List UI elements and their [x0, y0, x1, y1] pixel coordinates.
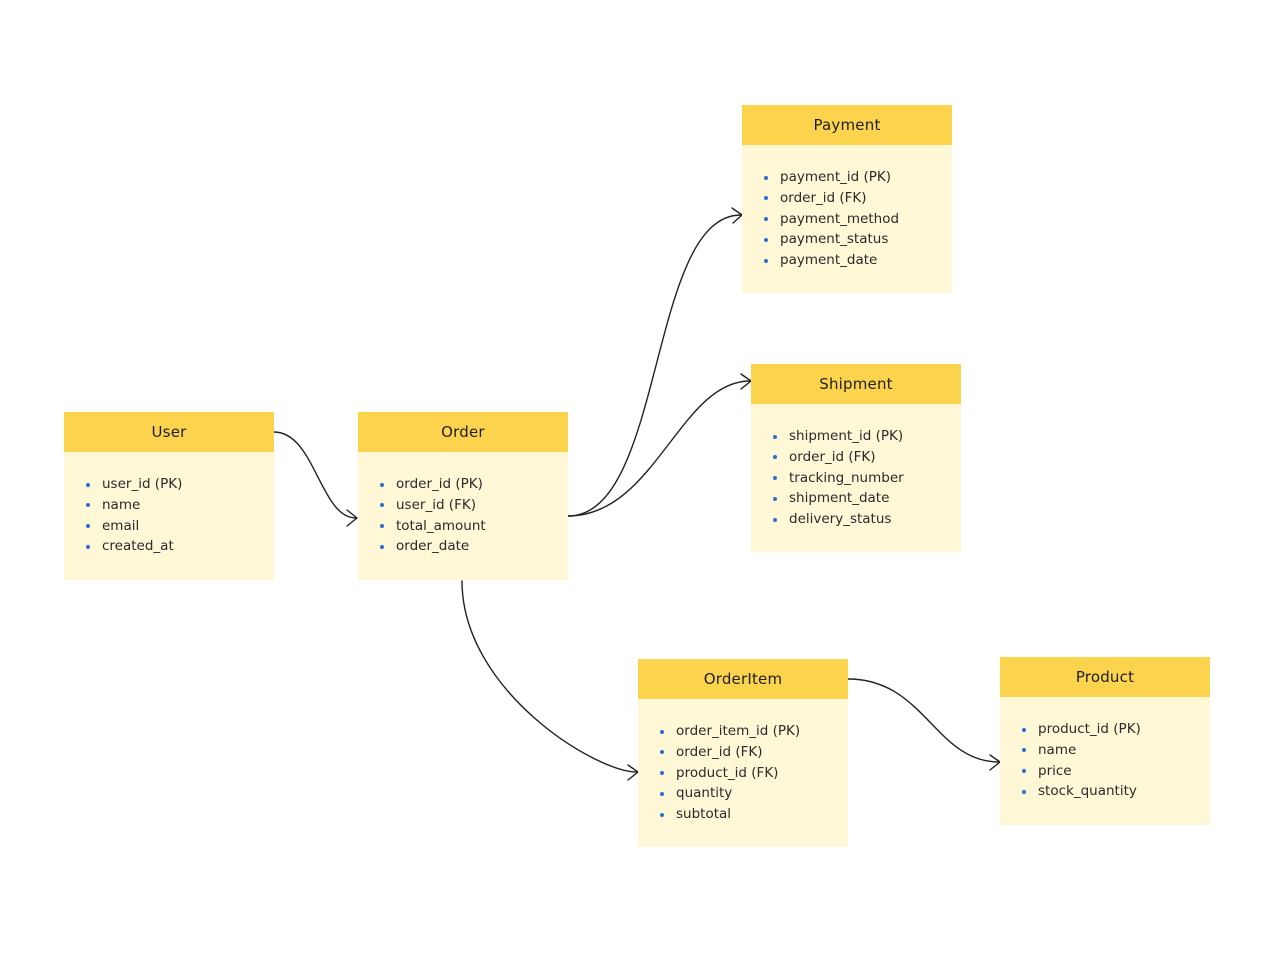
- arrowhead-product: [989, 754, 1001, 771]
- entity-shipment[interactable]: Shipment shipment_id (PK)order_id (FK)tr…: [751, 364, 961, 552]
- entity-field: product_id (PK): [1020, 719, 1210, 740]
- entity-field: created_at: [84, 536, 274, 557]
- entity-fields: shipment_id (PK)order_id (FK)tracking_nu…: [751, 404, 961, 556]
- arrowhead-payment: [731, 207, 743, 224]
- entity-title: Shipment: [751, 364, 961, 404]
- entity-payment[interactable]: Payment payment_id (PK)order_id (FK)paym…: [742, 105, 952, 293]
- entity-field: name: [1020, 740, 1210, 761]
- entity-field: shipment_id (PK): [771, 426, 961, 447]
- entity-field: stock_quantity: [1020, 781, 1210, 802]
- entity-title: User: [64, 412, 274, 452]
- entity-title: Payment: [742, 105, 952, 145]
- entity-field: payment_date: [762, 250, 952, 271]
- entity-field: price: [1020, 761, 1210, 782]
- entity-field: quantity: [658, 783, 848, 804]
- entity-title: OrderItem: [638, 659, 848, 699]
- entity-field: payment_status: [762, 229, 952, 250]
- connector-order-orderitem: [461, 580, 638, 773]
- entity-field: delivery_status: [771, 509, 961, 530]
- entity-field: subtotal: [658, 804, 848, 825]
- entity-fields: order_item_id (PK)order_id (FK)product_i…: [638, 699, 848, 851]
- entity-field: user_id (PK): [84, 474, 274, 495]
- entity-field: order_id (PK): [378, 474, 568, 495]
- entity-field: order_id (FK): [771, 447, 961, 468]
- entity-field: product_id (FK): [658, 763, 848, 784]
- entity-title: Product: [1000, 657, 1210, 697]
- entity-field: order_id (FK): [762, 188, 952, 209]
- entity-field: shipment_date: [771, 488, 961, 509]
- entity-field: email: [84, 516, 274, 537]
- entity-order[interactable]: Order order_id (PK)user_id (FK)total_amo…: [358, 412, 568, 580]
- connector-order-shipment: [567, 380, 751, 517]
- entity-field: tracking_number: [771, 468, 961, 489]
- connector-user-order: [273, 431, 357, 519]
- entity-field: name: [84, 495, 274, 516]
- arrowhead-orderitem: [627, 764, 639, 781]
- entity-field: order_date: [378, 536, 568, 557]
- arrowhead-shipment: [740, 373, 752, 390]
- connector-orderitem-product: [847, 678, 1000, 763]
- arrowhead-order: [346, 509, 358, 527]
- entity-orderitem[interactable]: OrderItem order_item_id (PK)order_id (FK…: [638, 659, 848, 847]
- entity-field: order_item_id (PK): [658, 721, 848, 742]
- entity-field: total_amount: [378, 516, 568, 537]
- connector-order-payment: [567, 214, 742, 517]
- entity-fields: payment_id (PK)order_id (FK)payment_meth…: [742, 145, 952, 297]
- entity-field: payment_id (PK): [762, 167, 952, 188]
- entity-field: payment_method: [762, 209, 952, 230]
- entity-title: Order: [358, 412, 568, 452]
- entity-field: order_id (FK): [658, 742, 848, 763]
- entity-field: user_id (FK): [378, 495, 568, 516]
